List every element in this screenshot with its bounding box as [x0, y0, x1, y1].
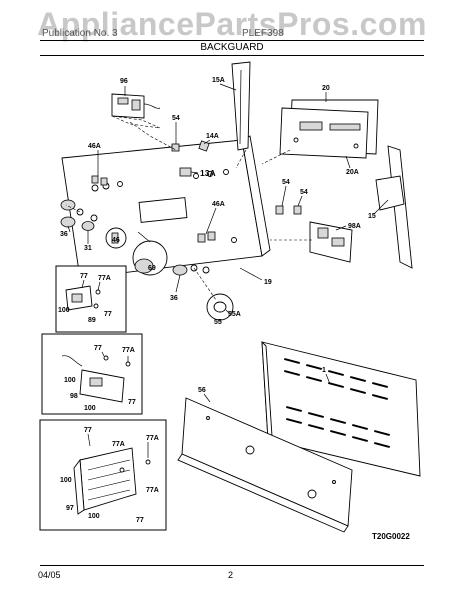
- callout-77A: 77A: [122, 347, 135, 354]
- leader-lines: [65, 83, 389, 315]
- ring-detail-55: [206, 293, 234, 321]
- section-title: BACKGUARD: [200, 42, 264, 53]
- lower-panel-56: 56: [177, 387, 353, 533]
- callout-46A: 46A: [88, 143, 101, 150]
- callout-77: 77: [80, 273, 88, 280]
- callout-98A: 98A: [348, 223, 361, 230]
- inset-box-2: 77 77A 100 98 100 77: [41, 333, 143, 415]
- callout-19: 19: [264, 279, 272, 286]
- callout-15: 15: [368, 213, 376, 220]
- callout-100: 100: [64, 377, 76, 384]
- callout-20: 20: [322, 85, 330, 92]
- callout-20A: 20A: [346, 169, 359, 176]
- model-number: PLEF398: [242, 28, 284, 39]
- callout-36: 36: [170, 295, 178, 302]
- footer-page-number: 2: [228, 570, 234, 580]
- callout-77: 77: [128, 399, 136, 406]
- callout-100: 100: [88, 513, 100, 520]
- callout-77A: 77A: [98, 275, 111, 282]
- callout-69: 69: [148, 265, 156, 272]
- footer-date: 04/05: [38, 570, 61, 580]
- inset-box-3: 77 77A 77A 100 77A 97 100 77: [39, 419, 167, 531]
- side-bracket-15A: [231, 61, 251, 151]
- callout-77A: 77A: [146, 435, 159, 442]
- callout-77A: 77A: [112, 441, 125, 448]
- callout-55A: 55A: [228, 311, 241, 318]
- callout-98: 98: [70, 393, 78, 400]
- callout-46: 46: [112, 237, 120, 244]
- callout-55: 55: [214, 319, 222, 326]
- callout-14A: 14A: [206, 133, 219, 140]
- inset-box-1: 77 77A 100 89 77: [55, 265, 127, 333]
- callout-31: 31: [84, 245, 92, 252]
- switch-parts: [91, 140, 302, 243]
- callout-96: 96: [120, 78, 128, 85]
- publication-number: Publication No. 3: [42, 28, 118, 39]
- callout-100: 100: [84, 405, 96, 412]
- control-board-96: [111, 93, 161, 129]
- callout-100: 100: [58, 307, 70, 314]
- callout-36: 36: [60, 231, 68, 238]
- callout-1: 1: [322, 367, 326, 374]
- diagram-code: T20G0022: [372, 532, 410, 541]
- callout-77: 77: [94, 345, 102, 352]
- callout-97: 97: [66, 505, 74, 512]
- knob-detail-69: [132, 231, 168, 276]
- callout-labels: 96 15A 20 54 14A 46A 13A 20A 54 54 15 46…: [60, 77, 376, 326]
- header-rule-top: [40, 40, 424, 41]
- callout-56: 56: [198, 387, 206, 394]
- callout-77: 77: [104, 311, 112, 318]
- callout-54: 54: [300, 189, 308, 196]
- callout-13A: 13A: [200, 168, 216, 178]
- callout-89: 89: [88, 317, 96, 324]
- side-bracket-15: [375, 145, 413, 269]
- callout-54: 54: [172, 115, 180, 122]
- detail-circle-46: [105, 227, 127, 249]
- rear-panel-1: 1: [261, 340, 421, 477]
- callout-77: 77: [136, 517, 144, 524]
- callout-54: 54: [282, 179, 290, 186]
- watermark: AppliancePartsPros.com: [37, 6, 427, 42]
- board-98A: [309, 221, 353, 263]
- callout-100: 100: [60, 477, 72, 484]
- footer-rule: [40, 565, 424, 566]
- callout-77A: 77A: [146, 487, 159, 494]
- knob-parts-right: [172, 264, 210, 276]
- header-rule-bottom: [40, 55, 424, 56]
- display-board-20: [279, 99, 379, 159]
- callout-77: 77: [84, 427, 92, 434]
- callout-46A: 46A: [212, 201, 225, 208]
- callout-15A: 15A: [212, 77, 225, 84]
